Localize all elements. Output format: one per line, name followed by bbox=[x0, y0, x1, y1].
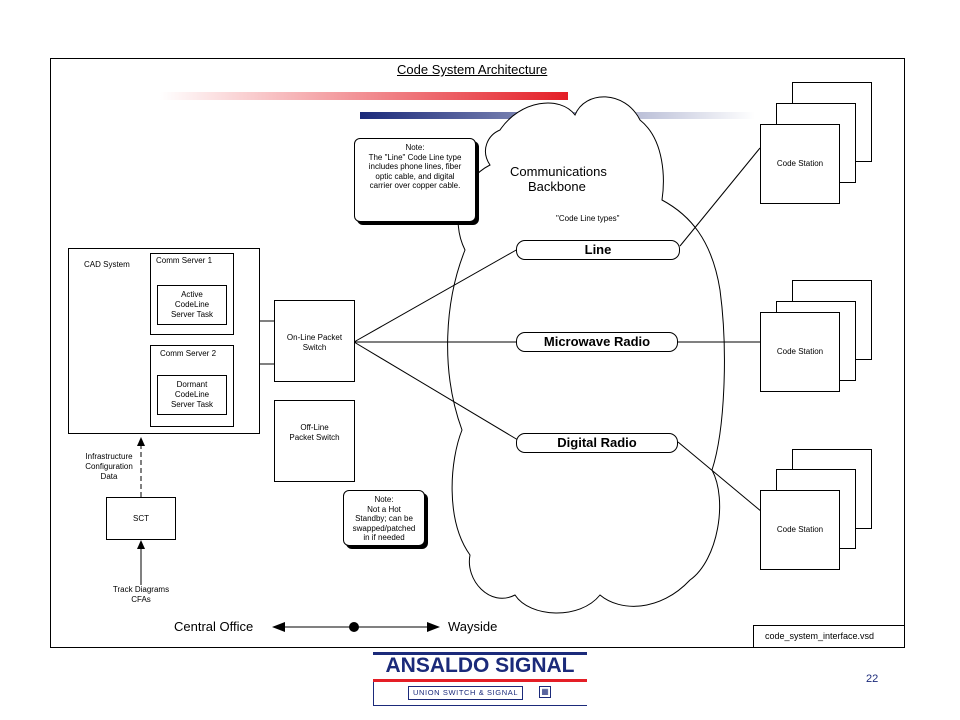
link-switch-line bbox=[353, 248, 519, 343]
code-line-microwave-radio: Microwave Radio bbox=[516, 332, 678, 352]
arrow-to-cad bbox=[137, 437, 145, 446]
logo-bar-top bbox=[373, 652, 587, 655]
ansaldo-logo: ANSALDO SIGNAL UNION SWITCH & SIGNAL ▦ bbox=[373, 652, 587, 706]
code-station-1: Code Station bbox=[760, 124, 840, 204]
file-name: code_system_interface.vsd bbox=[765, 631, 875, 641]
divider-dot bbox=[349, 622, 359, 632]
note-hot-standby: Note: Not a Hot Standby; can be swapped/… bbox=[343, 490, 425, 546]
page-number: 22 bbox=[866, 673, 879, 685]
logo-left-rule bbox=[373, 682, 374, 706]
arrow-left bbox=[272, 622, 285, 632]
code-line-digital-radio: Digital Radio bbox=[516, 433, 678, 453]
link-digital-station3 bbox=[677, 441, 763, 513]
code-station-label: Code Station bbox=[776, 525, 824, 534]
code-station-2: Code Station bbox=[760, 312, 840, 392]
cloud-title: Communications Backbone bbox=[510, 164, 607, 194]
comm-server-1-label: Comm Server 1 bbox=[156, 256, 213, 265]
central-office-label: Central Office bbox=[174, 619, 254, 634]
sct-box: SCT bbox=[106, 497, 176, 540]
link-switch-digital bbox=[353, 341, 519, 441]
logo-sub: UNION SWITCH & SIGNAL bbox=[408, 686, 524, 700]
link-line-station1 bbox=[679, 147, 761, 247]
logo-bottom-rule bbox=[373, 705, 587, 706]
diagram-title: Code System Architecture bbox=[397, 62, 548, 77]
arrow-to-sct bbox=[137, 540, 145, 549]
code-line-types-label: "Code Line types" bbox=[556, 214, 620, 223]
note-line-types: Note: The "Line" Code Line type includes… bbox=[354, 138, 476, 222]
wayside-label: Wayside bbox=[448, 619, 498, 634]
code-line-line: Line bbox=[516, 240, 680, 260]
logo-brand: ANSALDO SIGNAL bbox=[385, 654, 575, 677]
cad-system-label: CAD System bbox=[84, 260, 130, 269]
file-name-box bbox=[753, 625, 905, 648]
code-station-3: Code Station bbox=[760, 490, 840, 570]
code-station-label: Code Station bbox=[776, 159, 824, 168]
communications-cloud bbox=[447, 96, 725, 614]
code-station-label: Code Station bbox=[776, 347, 824, 356]
red-gradient-bar bbox=[160, 92, 568, 100]
arrow-right bbox=[427, 622, 440, 632]
logo-emblem-icon: ▦ bbox=[539, 686, 551, 698]
comm-server-2-label: Comm Server 2 bbox=[160, 349, 217, 358]
logo-bar-bottom bbox=[373, 679, 587, 682]
